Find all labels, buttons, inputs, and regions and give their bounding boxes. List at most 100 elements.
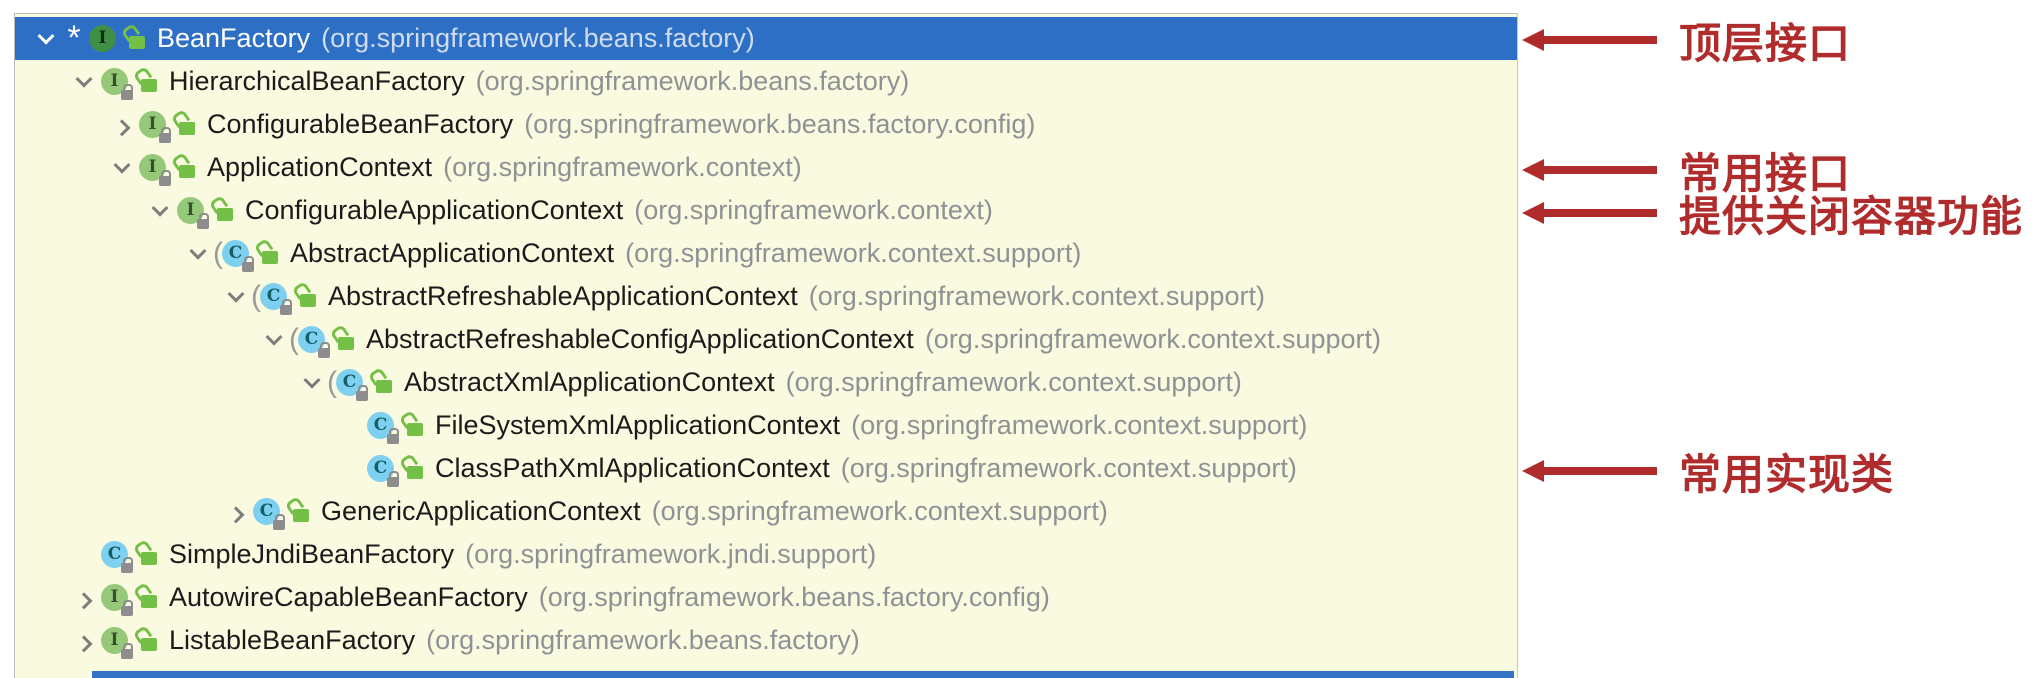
public-lock-icon xyxy=(256,241,278,267)
lock-overlay-icon xyxy=(242,255,254,272)
public-lock-icon xyxy=(287,499,309,525)
tree-row-genericapplicationcontext[interactable]: C GenericApplicationContext (org.springf… xyxy=(15,490,1517,533)
chevron-right-icon[interactable] xyxy=(69,631,99,652)
annotation-common-implementation-classes: 常用实现类 xyxy=(1522,449,1894,498)
class-name: AutowireCapableBeanFactory xyxy=(169,582,528,612)
chevron-down-icon[interactable] xyxy=(107,156,137,178)
chevron-down-icon[interactable] xyxy=(183,242,213,264)
class-name: GenericApplicationContext xyxy=(321,496,641,526)
abstract-class-icon: C xyxy=(336,368,368,401)
interface-icon: I xyxy=(139,110,171,143)
chevron-spacer xyxy=(335,459,365,479)
class-icon: C xyxy=(101,540,133,573)
tree-row-beanfactory[interactable]: * I BeanFactory (org.springframework.bea… xyxy=(15,17,1517,60)
public-lock-icon xyxy=(135,585,157,611)
tree-row-configurableapplicationcontext[interactable]: I ConfigurableApplicationContext (org.sp… xyxy=(15,189,1517,232)
interface-icon: I xyxy=(101,67,133,100)
annotation-common-interface: 常用接口 xyxy=(1522,148,1851,197)
tree-row-abstractrefreshableconfigapplicationcontext[interactable]: ( C AbstractRefreshableConfigApplication… xyxy=(15,318,1517,361)
chevron-down-icon[interactable] xyxy=(221,285,251,307)
arrow-left-icon xyxy=(1522,460,1657,482)
tree-row-autowirecapablebeanfactory[interactable]: I AutowireCapableBeanFactory (org.spring… xyxy=(15,576,1517,619)
package-name: (org.springframework.context.support) xyxy=(808,281,1265,311)
lock-overlay-icon xyxy=(197,212,209,229)
tree-row-abstractrefreshableapplicationcontext[interactable]: ( C AbstractRefreshableApplicationContex… xyxy=(15,275,1517,318)
tree-row-classpathxmlapplicationcontext[interactable]: C ClassPathXmlApplicationContext (org.sp… xyxy=(15,447,1517,490)
chevron-down-icon[interactable] xyxy=(297,371,327,393)
class-name: HierarchicalBeanFactory xyxy=(169,66,465,96)
lock-overlay-icon xyxy=(121,599,133,616)
interface-icon: I xyxy=(139,153,171,186)
lock-overlay-icon xyxy=(159,169,171,186)
package-name: (org.springframework.context.support) xyxy=(924,324,1381,354)
abstract-class-marker: ( xyxy=(289,322,299,356)
chevron-down-icon[interactable] xyxy=(31,27,61,49)
arrow-left-icon xyxy=(1522,202,1657,224)
class-name: FileSystemXmlApplicationContext xyxy=(435,410,841,440)
class-name: BeanFactory xyxy=(157,23,311,53)
arrow-left-icon xyxy=(1522,159,1657,181)
public-lock-icon xyxy=(370,370,392,396)
chevron-down-icon[interactable] xyxy=(259,328,289,350)
annotation-label: 常用接口 xyxy=(1679,149,1852,197)
class-name: ClassPathXmlApplicationContext xyxy=(435,453,830,483)
public-lock-icon xyxy=(401,456,423,482)
class-icon: C xyxy=(367,411,399,444)
tree-row-applicationcontext[interactable]: I ApplicationContext (org.springframewor… xyxy=(15,146,1517,189)
class-name: AbstractRefreshableApplicationContext xyxy=(328,281,798,311)
tree-row-simplejndibeanfactory[interactable]: C SimpleJndiBeanFactory (org.springframe… xyxy=(15,533,1517,576)
chevron-down-icon[interactable] xyxy=(145,199,175,221)
annotation-label: 顶层接口 xyxy=(1679,19,1852,67)
annotation-label: 提供关闭容器功能 xyxy=(1679,192,2024,240)
lock-overlay-icon xyxy=(387,427,399,444)
class-name: AbstractXmlApplicationContext xyxy=(404,367,775,397)
horizontal-scrollbar[interactable] xyxy=(92,671,1514,678)
tree-row-abstractapplicationcontext[interactable]: ( C AbstractApplicationContext (org.spri… xyxy=(15,232,1517,275)
type-hierarchy-panel: * I BeanFactory (org.springframework.bea… xyxy=(14,13,1518,678)
tree-row-listablebeanfactory[interactable]: I ListableBeanFactory (org.springframewo… xyxy=(15,619,1517,662)
abstract-class-icon: C xyxy=(298,325,330,358)
current-class-marker: * xyxy=(67,19,81,57)
class-icon: C xyxy=(253,497,285,530)
chevron-spacer xyxy=(69,545,99,565)
lock-overlay-icon xyxy=(121,556,133,573)
interface-icon: I xyxy=(101,583,133,616)
package-name: (org.springframework.beans.factory) xyxy=(426,625,860,655)
abstract-class-icon: C xyxy=(260,282,292,315)
chevron-right-icon[interactable] xyxy=(107,115,137,136)
chevron-down-icon[interactable] xyxy=(69,70,99,92)
public-lock-icon xyxy=(401,413,423,439)
public-lock-icon xyxy=(173,112,195,138)
tree-row-configurablebeanfactory[interactable]: I ConfigurableBeanFactory (org.springfra… xyxy=(15,103,1517,146)
tree-row-hierarchicalbeanfactory[interactable]: I HierarchicalBeanFactory (org.springfra… xyxy=(15,60,1517,103)
package-name: (org.springframework.context.support) xyxy=(851,410,1308,440)
chevron-right-icon[interactable] xyxy=(69,588,99,609)
package-name: (org.springframework.beans.factory) xyxy=(475,66,910,96)
class-name: ListableBeanFactory xyxy=(169,625,416,655)
class-name: ApplicationContext xyxy=(207,152,433,182)
lock-overlay-icon xyxy=(280,298,292,315)
class-name: ConfigurableBeanFactory xyxy=(207,109,514,139)
tree-row-filesystemxmlapplicationcontext[interactable]: C FileSystemXmlApplicationContext (org.s… xyxy=(15,404,1517,447)
package-name: (org.springframework.context.support) xyxy=(840,453,1297,483)
arrow-left-icon xyxy=(1522,29,1657,51)
public-lock-icon xyxy=(135,542,157,568)
lock-overlay-icon xyxy=(318,341,330,358)
public-lock-icon xyxy=(332,327,354,353)
abstract-class-marker: ( xyxy=(327,365,337,399)
public-lock-icon xyxy=(294,284,316,310)
interface-icon: I xyxy=(177,196,209,229)
lock-overlay-icon xyxy=(387,470,399,487)
public-lock-icon xyxy=(135,628,157,654)
package-name: (org.springframework.jndi.support) xyxy=(465,539,877,569)
package-name: (org.springframework.context.support) xyxy=(785,367,1242,397)
chevron-right-icon[interactable] xyxy=(221,502,251,523)
package-name: (org.springframework.beans.factory.confi… xyxy=(538,582,1050,612)
interface-icon: I xyxy=(101,626,133,659)
public-lock-icon xyxy=(173,155,195,181)
lock-overlay-icon xyxy=(159,126,171,143)
tree-row-abstractxmlapplicationcontext[interactable]: ( C AbstractXmlApplicationContext (org.s… xyxy=(15,361,1517,404)
abstract-class-marker: ( xyxy=(213,236,223,270)
package-name: (org.springframework.beans.factory) xyxy=(321,23,755,53)
annotation-top-level-interface: 顶层接口 xyxy=(1522,18,1851,67)
